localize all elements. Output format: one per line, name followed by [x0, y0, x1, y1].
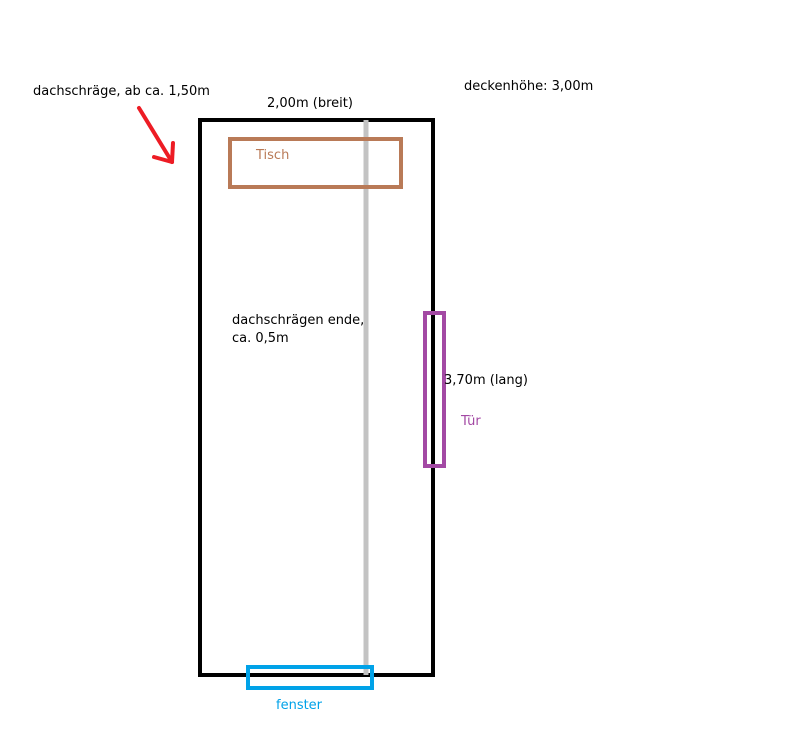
window-rect — [246, 665, 374, 690]
ceiling-height-label: deckenhöhe: 3,00m — [464, 79, 594, 94]
door-rect — [423, 311, 446, 468]
door-label: Tür — [461, 414, 481, 429]
table-label: Tisch — [256, 148, 290, 163]
width-label: 2,00m (breit) — [267, 96, 353, 111]
table-rect — [228, 137, 403, 189]
room-outline — [198, 118, 435, 677]
slope-end-label-line1: dachschrägen ende, — [232, 313, 365, 328]
length-label: 3,70m (lang) — [444, 373, 528, 388]
slope-start-label: dachschräge, ab ca. 1,50m — [33, 84, 210, 99]
slope-end-label-line2: ca. 0,5m — [232, 331, 289, 346]
arrow-icon — [137, 106, 175, 164]
window-label: fenster — [276, 698, 323, 713]
